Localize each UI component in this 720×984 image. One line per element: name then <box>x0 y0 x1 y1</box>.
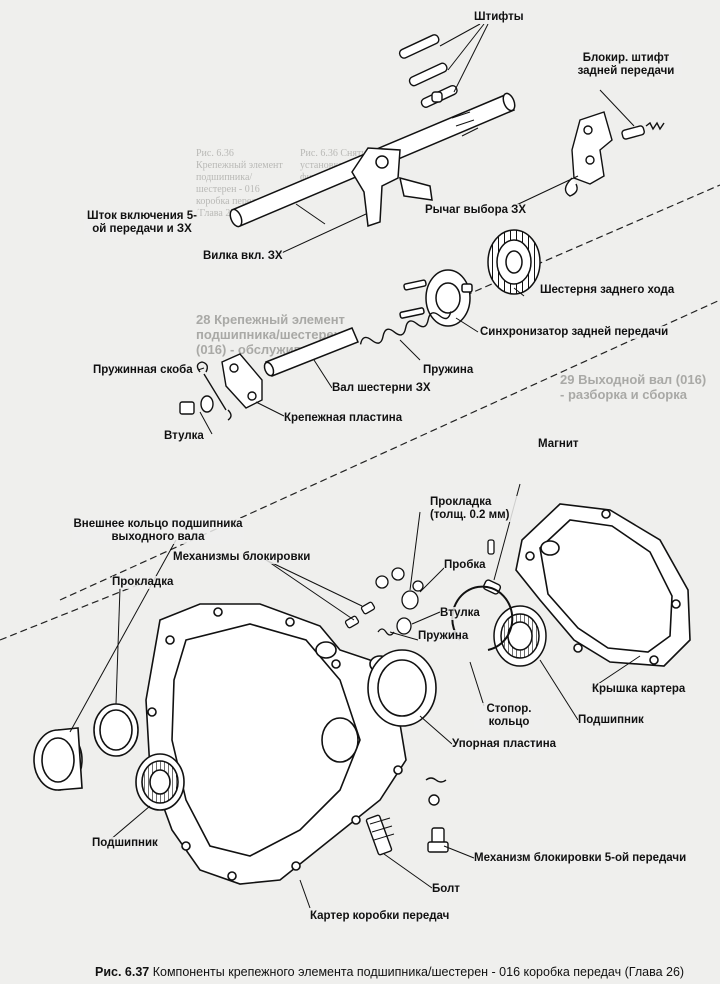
label-reverse-lock-pin: Блокир. штифт задней передачи <box>570 52 682 78</box>
bearing-1-drawing <box>493 605 547 667</box>
label-spring-2: Пружина <box>418 630 469 643</box>
bolt-drawing <box>365 814 395 856</box>
label-bolt: Болт <box>432 883 460 896</box>
label-thrust-plate: Упорная пластина <box>452 738 557 751</box>
fifth-gear-detent-drawing <box>425 777 449 853</box>
thrust-plate-drawing <box>367 649 437 727</box>
label-spring-clip: Пружинная скоба <box>93 364 193 377</box>
background-fig-caption-left: Рис. 6.36 Крепежный элемент подшипника/ш… <box>196 148 283 219</box>
label-shift-rod: Шток включения 5-ой передачи и ЗХ <box>84 210 200 236</box>
label-spring-1: Пружина <box>423 364 474 377</box>
figure-caption-number: Рис. 6.37 <box>95 965 150 979</box>
label-snap-ring: Стопор. кольцо <box>474 703 544 729</box>
housing-cover-drawing <box>515 503 691 667</box>
label-gearbox-housing: Картер коробки передач <box>310 910 450 923</box>
label-reverse-fork: Вилка вкл. ЗХ <box>203 250 283 263</box>
figure-caption-text: Компоненты крепежного элемента подшипник… <box>152 965 685 979</box>
label-bearing-1: Подшипник <box>578 714 644 727</box>
label-bushing-2: Втулка <box>440 607 480 620</box>
left-bearing-parts-drawing <box>33 703 185 811</box>
pins-drawing <box>398 34 458 108</box>
figure-caption: Рис. 6.37 Компоненты крепежного элемента… <box>95 965 684 979</box>
background-section-heading-2: 29 Выходной вал (016) - разборка и сборк… <box>560 372 707 402</box>
detent-parts-drawing <box>344 539 495 636</box>
label-gasket-thickness: Прокладка (толщ. 0.2 мм) <box>430 496 530 522</box>
label-gasket: Прокладка <box>112 576 174 589</box>
background-section-heading: 28 Крепежный элемент подшипника/шестерен… <box>196 312 345 357</box>
label-fifth-gear-detent: Механизм блокировки 5-ой передачи <box>474 852 687 865</box>
gearbox-housing-drawing <box>145 603 407 885</box>
separator-line-left <box>0 579 151 641</box>
retaining-plate-drawing <box>179 353 263 421</box>
spring-drawing <box>359 311 452 345</box>
label-detent-mechanisms: Механизмы блокировки <box>173 551 311 564</box>
label-reverse-selector-lever: Рычаг выбора ЗХ <box>425 204 527 217</box>
label-bearing-2: Подшипник <box>92 837 158 850</box>
label-output-bearing-race: Внешнее кольцо подшипника выходного вала <box>72 518 244 544</box>
exploded-diagram <box>0 23 720 909</box>
reverse-fork-drawing <box>351 147 433 228</box>
label-bushing-1: Втулка <box>164 430 204 443</box>
label-reverse-gear: Шестерня заднего хода <box>540 284 675 297</box>
reverse-gear-drawing <box>487 229 541 295</box>
label-reverse-synchronizer: Синхронизатор задней передачи <box>480 326 669 339</box>
reverse-shaft-drawing <box>263 327 359 377</box>
label-pins: Штифты <box>474 11 524 24</box>
label-reverse-shaft: Вал шестерни ЗХ <box>332 382 431 395</box>
label-magnet: Магнит <box>538 438 579 451</box>
label-plug: Пробка <box>444 559 486 572</box>
selector-lever-drawing <box>564 111 665 197</box>
label-retaining-plate: Крепежная пластина <box>284 412 403 425</box>
synchronizer-drawing <box>399 269 473 327</box>
label-housing-cover: Крышка картера <box>592 683 686 696</box>
